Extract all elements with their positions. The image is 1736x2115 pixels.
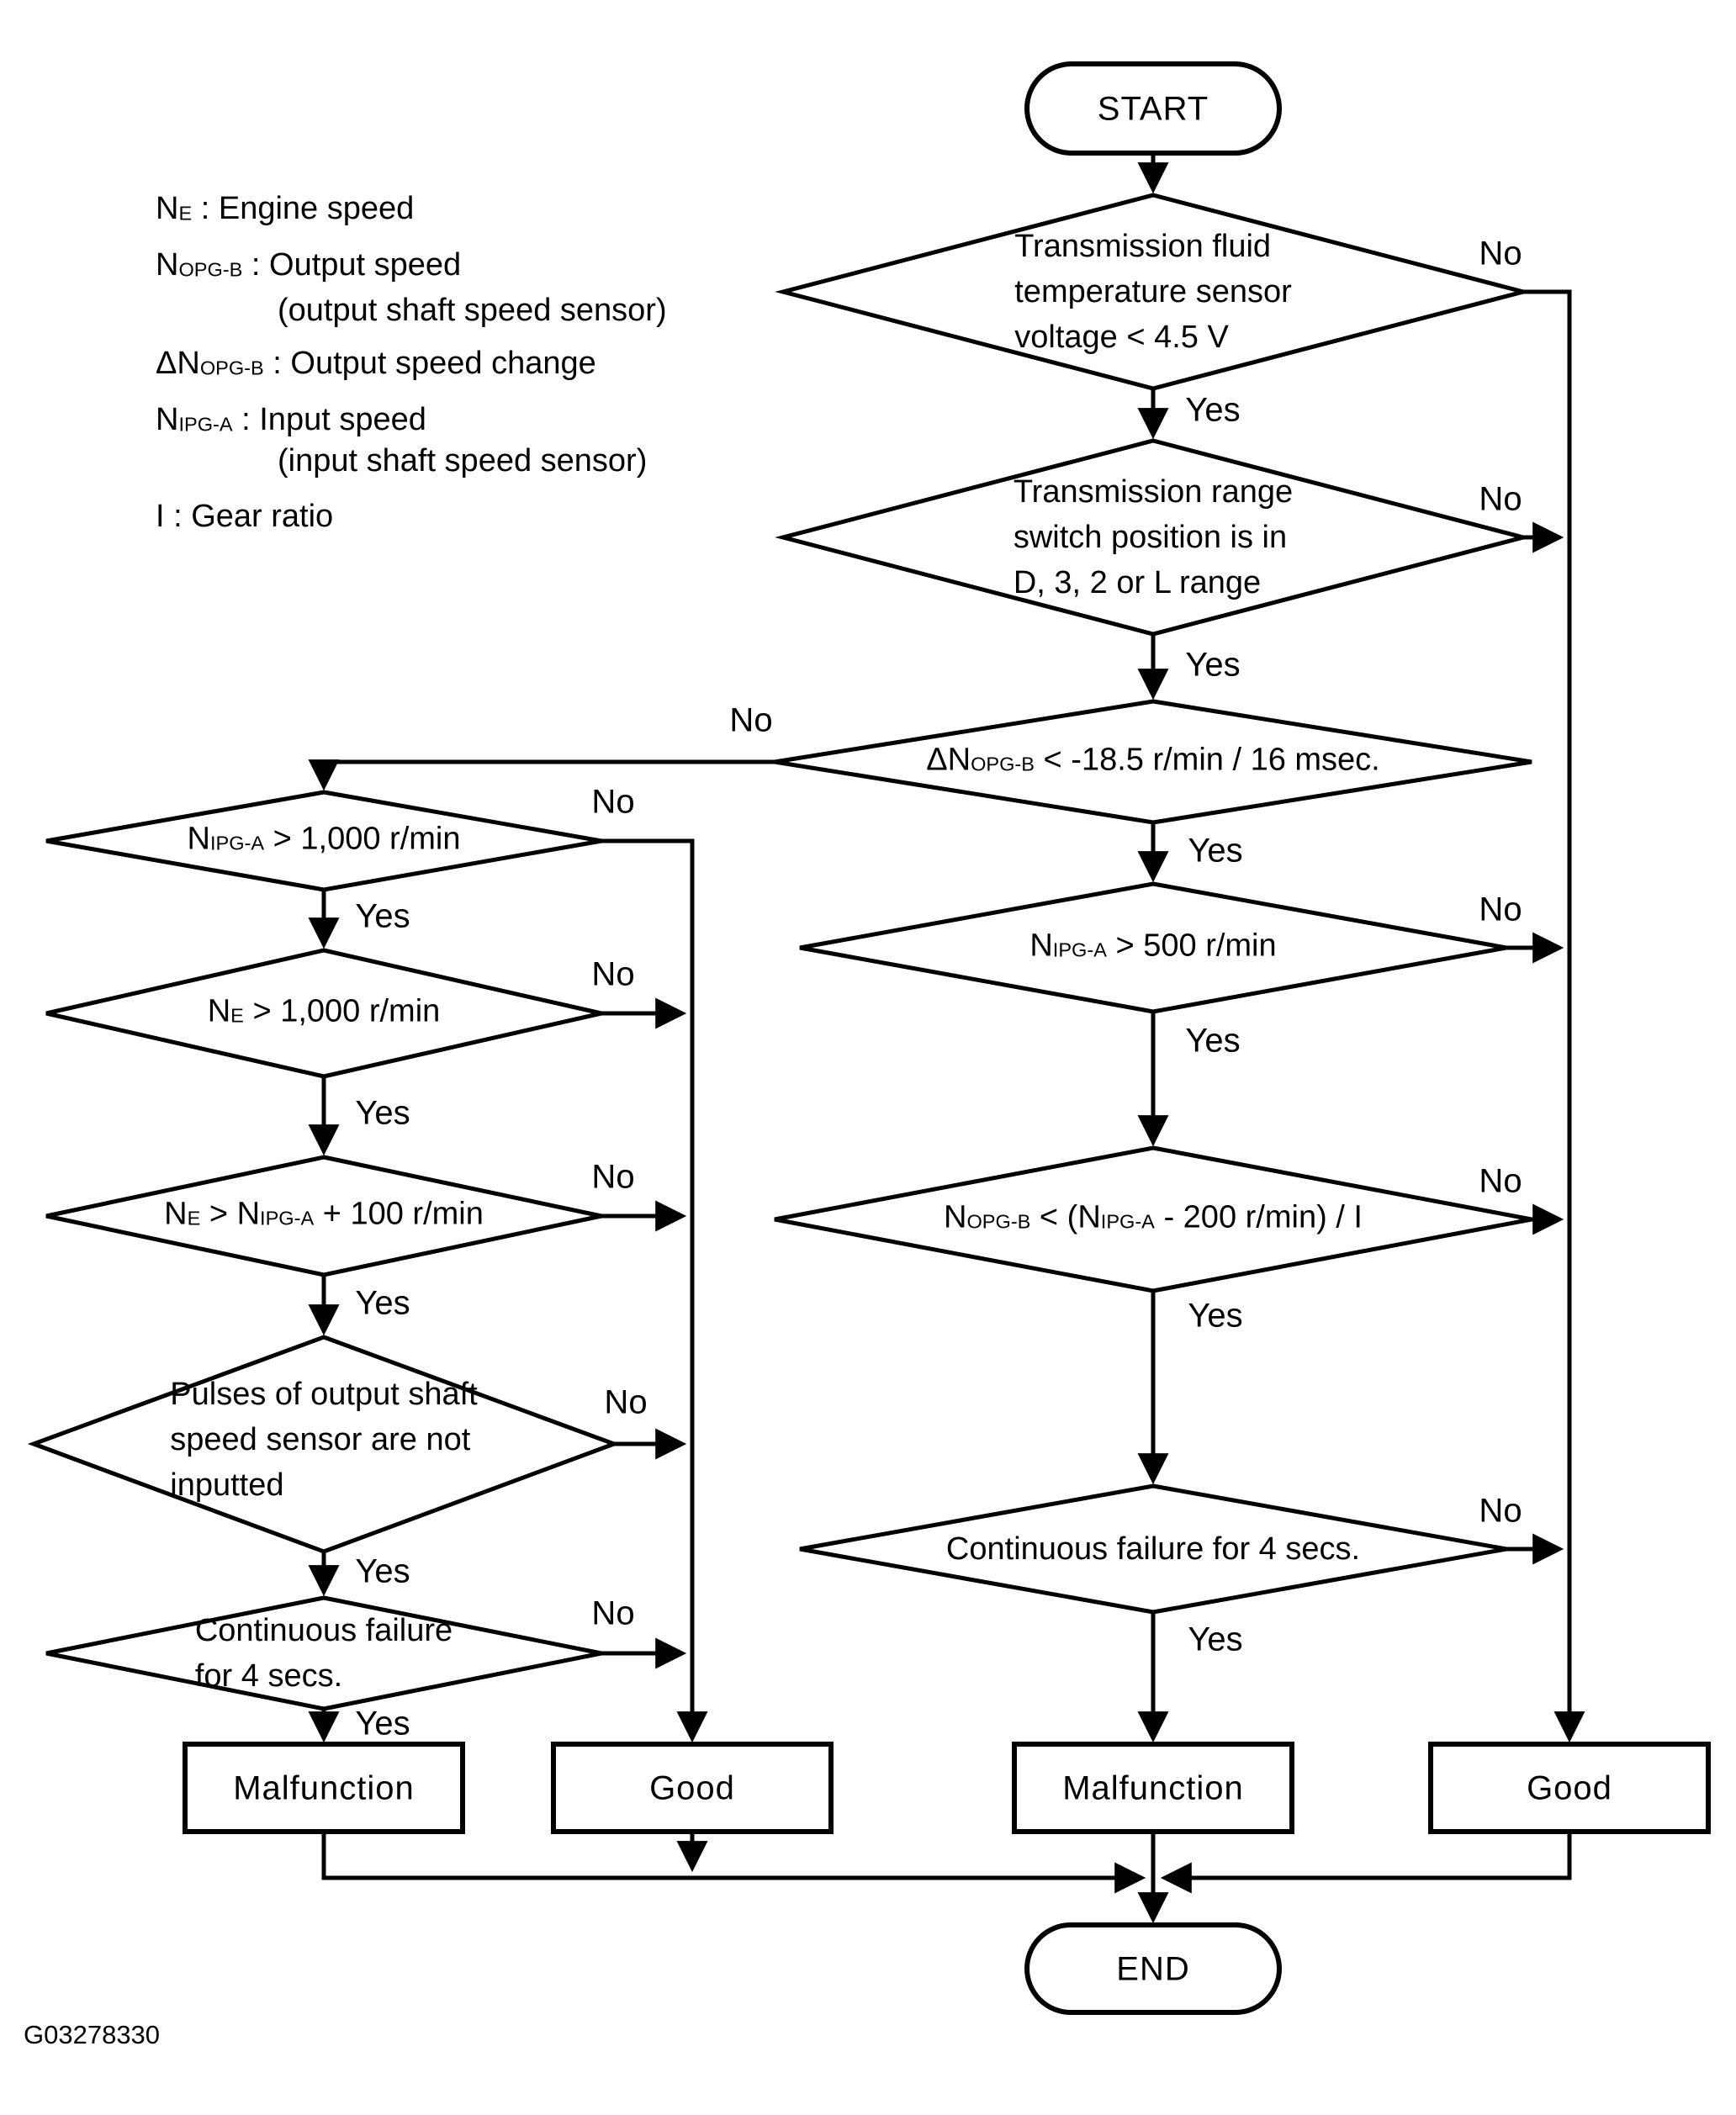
edge-good-right-to-merge — [1160, 1832, 1572, 1894]
result-malfunction-left-label: Malfunction — [233, 1769, 415, 1807]
legend-item-input-speed: NIPG-A : Input speed — [156, 402, 426, 437]
decision-input-speed-1000-text: NIPG-A > 1,000 r/min — [187, 821, 461, 857]
result-malfunction-right-label: Malfunction — [1062, 1769, 1244, 1807]
legend-item-input-speed-sensor: (input shaft speed sensor) — [278, 443, 648, 479]
label-no-fluid-temp: No — [1479, 235, 1522, 272]
label-yes-input-speed-1000: Yes — [355, 897, 410, 935]
label-no-cont-fail-left: No — [591, 1594, 635, 1632]
legend-item-output-speed: NOPG-B : Output speed — [156, 247, 462, 283]
label-no-cont-fail-right: No — [1479, 1492, 1522, 1530]
end-terminal-shape — [1024, 1922, 1282, 2015]
label-yes-pulses: Yes — [355, 1552, 410, 1590]
label-yes-cont-fail-left: Yes — [355, 1705, 410, 1742]
decision-engine-vs-input-text: NE > NIPG-A + 100 r/min — [164, 1196, 484, 1232]
decision-output-vs-input-text: NOPG-B < (NIPG-A - 200 r/min) / I — [944, 1199, 1363, 1235]
edge-input-speed-1000-no-rail — [601, 838, 708, 1743]
start-label: START — [1097, 90, 1209, 128]
label-no-engine-speed-1000: No — [591, 955, 635, 993]
label-no-input-speed-500: No — [1479, 891, 1522, 928]
decision-output-speed-change-text: ΔNOPG-B < -18.5 r/min / 16 msec. — [926, 742, 1380, 778]
figure-code: G03278330 — [24, 2020, 161, 2049]
label-yes-engine-speed-1000: Yes — [355, 1094, 410, 1132]
label-no-output-vs-input: No — [1479, 1162, 1522, 1200]
label-yes-cont-fail-right: Yes — [1188, 1621, 1243, 1658]
legend-item-gear-ratio: I : Gear ratio — [156, 499, 334, 534]
edge-malfunction-left-to-merge — [321, 1832, 1146, 1894]
label-yes-output-vs-input: Yes — [1188, 1297, 1243, 1335]
edge-output-speed-change-no — [308, 759, 775, 791]
decision-cont-fail-left-text: Continuous failure for 4 secs. — [194, 1613, 453, 1694]
legend-item-output-speed-change: ΔNOPG-B : Output speed change — [156, 346, 596, 381]
end-label: END — [1116, 1950, 1190, 1988]
decision-range-switch-text: Transmission range switch position is in… — [1013, 474, 1294, 600]
decision-cont-fail-right-text: Continuous failure for 4 secs. — [945, 1531, 1361, 1567]
edge-fluid-temp-no-rail — [1523, 289, 1585, 1743]
label-no-input-speed-1000: No — [591, 783, 635, 821]
label-no-engine-vs-input: No — [591, 1158, 635, 1196]
label-yes-fluid-temp: Yes — [1185, 391, 1241, 429]
label-no-output-speed-change: No — [729, 701, 773, 739]
legend-item-engine-speed: NE : Engine speed — [156, 191, 415, 226]
label-no-pulses: No — [604, 1383, 648, 1421]
result-good-left-label: Good — [649, 1769, 735, 1807]
label-yes-engine-vs-input: Yes — [355, 1284, 410, 1322]
label-no-range-switch: No — [1479, 480, 1522, 518]
decision-fluid-temp-text: Transmission fluid temperature sensor vo… — [1014, 229, 1292, 355]
label-yes-input-speed-500: Yes — [1185, 1022, 1241, 1060]
decision-engine-speed-1000-text: NE > 1,000 r/min — [207, 993, 441, 1029]
decision-input-speed-500-text: NIPG-A > 500 r/min — [1029, 928, 1277, 964]
label-yes-range-switch: Yes — [1185, 646, 1241, 684]
decision-pulses-text: Pulses of output shaft speed sensor are … — [170, 1377, 478, 1503]
legend-item-output-speed-sensor: (output shaft speed sensor) — [278, 293, 667, 328]
result-good-right-label: Good — [1527, 1769, 1612, 1807]
label-yes-output-speed-change: Yes — [1188, 832, 1243, 870]
